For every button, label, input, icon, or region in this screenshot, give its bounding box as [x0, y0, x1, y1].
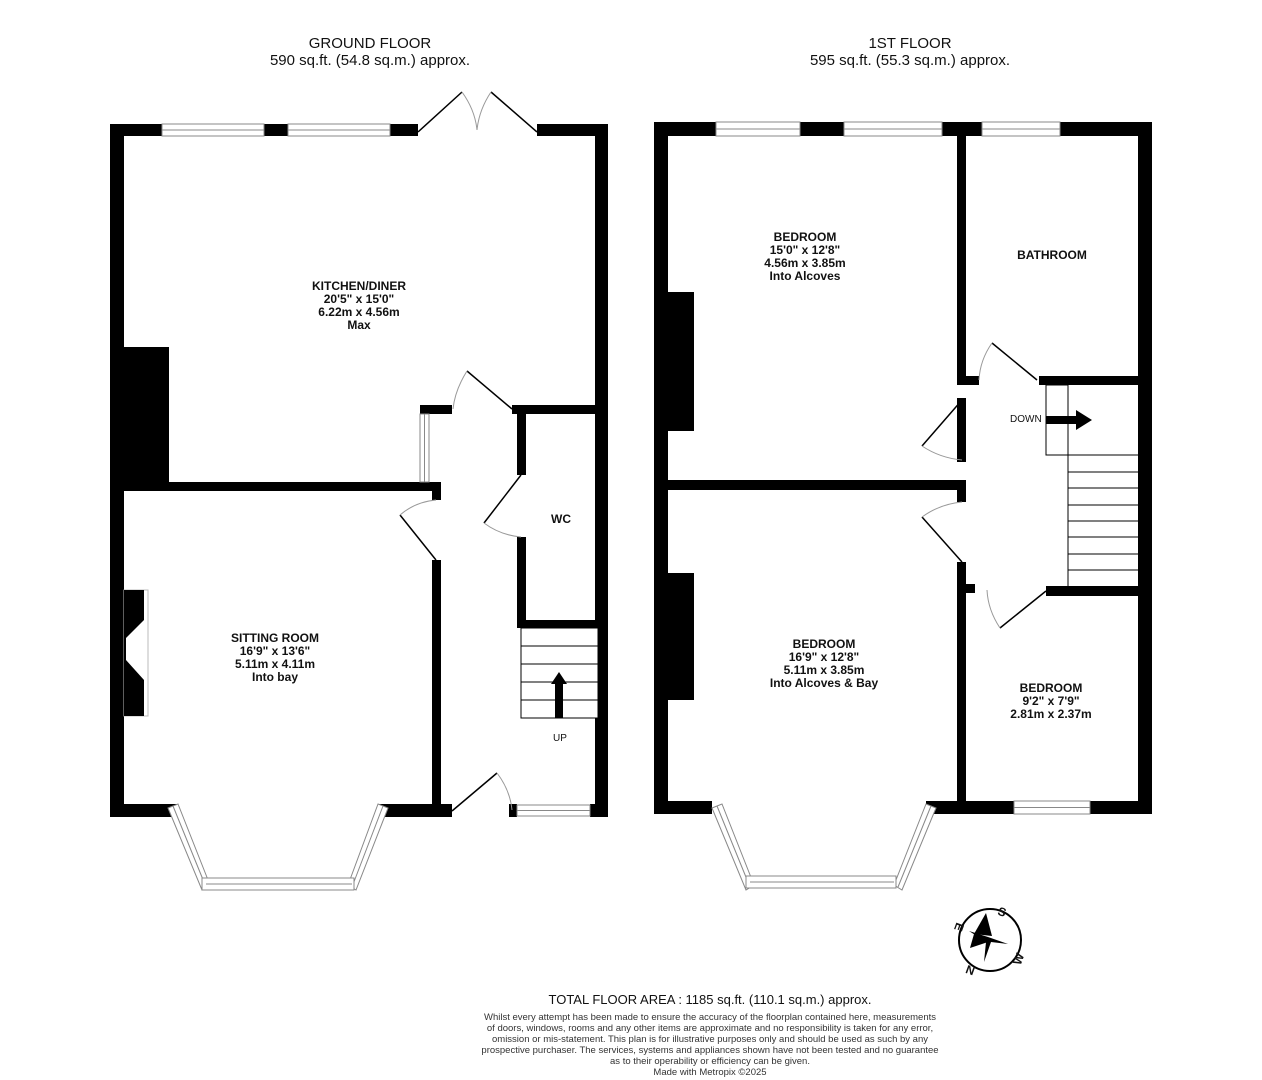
ground-floor-stairs	[520, 627, 599, 719]
down-arrow-icon	[1046, 410, 1092, 430]
ground-floor-area: 590 sq.ft. (54.8 sq.m.) approx.	[269, 52, 471, 69]
kitchen-windows	[161, 123, 391, 137]
sitting-room-bay-window	[167, 803, 389, 891]
first-floor-title: 1ST FLOOR	[868, 35, 952, 52]
ground-floor-doors	[399, 370, 522, 812]
room-label-bathroom: BATHROOM	[1017, 248, 1087, 262]
made-with-credit: Made with Metropix ©2025	[653, 1067, 767, 1078]
sitting-room-fireplace	[123, 589, 149, 717]
total-floor-area: TOTAL FLOOR AREA : 1185 sq.ft. (110.1 sq…	[548, 992, 872, 1007]
first-floor-heading: 1ST FLOOR 595 sq.ft. (55.3 sq.m.) approx…	[740, 35, 1080, 69]
first-floor-area: 595 sq.ft. (55.3 sq.m.) approx.	[809, 52, 1011, 69]
front-bedroom-bay-window	[711, 803, 937, 891]
room-label-sitting-room: SITTING ROOM 16'9" x 13'6" 5.11m x 4.11m…	[231, 631, 319, 684]
compass-icon	[958, 908, 1022, 972]
first-floor-plan	[654, 121, 1152, 891]
first-floor-top-windows	[715, 121, 1061, 137]
first-floor-walls	[654, 122, 1152, 814]
first-floor-doors	[921, 342, 1047, 629]
first-floor-stairs	[1045, 384, 1138, 586]
room-label-small-bedroom: BEDROOM 9'2" x 7'9" 2.81m x 2.37m	[1010, 681, 1092, 721]
ground-floor-plan	[110, 91, 608, 891]
french-doors	[417, 91, 538, 133]
stairs-down-label: DOWN	[1010, 414, 1042, 425]
stairs-up-label: UP	[553, 733, 567, 744]
room-label-rear-bedroom: BEDROOM 15'0" x 12'8" 4.56m x 3.85m Into…	[764, 230, 846, 283]
small-bedroom-window	[1013, 800, 1091, 815]
room-label-wc: WC	[551, 512, 571, 526]
hall-side-window	[419, 413, 430, 483]
ground-floor-title: GROUND FLOOR	[308, 35, 432, 52]
up-arrow-icon	[551, 672, 567, 718]
front-window	[516, 804, 591, 817]
ground-floor-walls	[110, 124, 608, 817]
room-label-front-bedroom: BEDROOM 16'9" x 12'8" 5.11m x 3.85m Into…	[769, 637, 879, 690]
room-label-kitchen-diner: KITCHEN/DINER 20'5" x 15'0" 6.22m x 4.56…	[311, 279, 407, 332]
disclaimer: Whilst every attempt has been made to en…	[430, 1012, 990, 1078]
ground-floor-heading: GROUND FLOOR 590 sq.ft. (54.8 sq.m.) app…	[200, 35, 540, 69]
